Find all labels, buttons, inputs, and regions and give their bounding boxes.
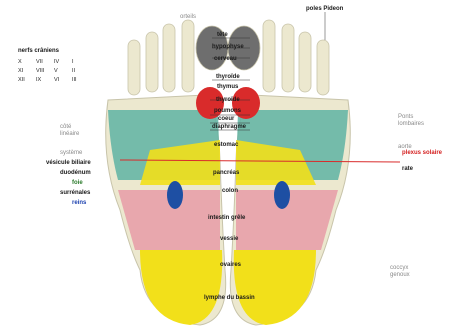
right-toes xyxy=(228,20,329,95)
label-lymphe: lymphe du bassin xyxy=(204,295,255,302)
label-hypophyse: hypophyse xyxy=(212,44,244,51)
label-cerveau: cerveau xyxy=(214,56,237,63)
label-left-side: côté linéaire xyxy=(60,124,79,138)
label-reins: reins xyxy=(72,200,86,207)
cranial-cell: X xyxy=(18,58,36,67)
label-right-side: Ponts lombaires xyxy=(398,114,424,128)
cranial-cell: II xyxy=(72,67,90,76)
label-surrenales: surrénales xyxy=(60,190,90,197)
cranial-cell: IV xyxy=(54,58,72,67)
label-thyroide: thyroïde xyxy=(216,97,240,104)
label-tete: tête xyxy=(217,32,228,39)
cranial-cell: XI xyxy=(18,67,36,76)
cranial-cell: VII xyxy=(36,58,54,67)
label-colon: colon xyxy=(222,188,238,195)
cranial-cell: VIII xyxy=(36,67,54,76)
label-toes: orteils xyxy=(180,14,196,21)
cranial-cell: V xyxy=(54,67,72,76)
label-pancreas: pancréas xyxy=(213,170,239,177)
label-diaphragme: diaphragme xyxy=(212,124,246,131)
label-intestin: intestin grêle xyxy=(208,215,245,222)
label-right-bottom: coccyx genoux xyxy=(390,265,410,279)
cranial-cell: IX xyxy=(36,76,54,85)
label-rate: rate xyxy=(402,166,413,173)
label-poumons: poumons xyxy=(214,108,241,115)
left-toes xyxy=(128,20,228,95)
cranial-cell: XII xyxy=(18,76,36,85)
label-vesicule: vésicule biliaire xyxy=(46,160,91,167)
label-thymus: thymus xyxy=(217,84,238,91)
label-foie: foie xyxy=(72,180,83,187)
label-vessie: vessie xyxy=(220,236,238,243)
label-cranial-nerves: nerfs crâniens xyxy=(18,48,59,55)
label-ovaires: ovaires xyxy=(220,262,241,269)
label-thyroide-top: thyroïde xyxy=(216,74,240,81)
label-plexus: plexus solaire xyxy=(402,150,442,157)
label-vesicule-small: système xyxy=(60,150,82,157)
kidney-right xyxy=(274,181,290,209)
cranial-cell: VI xyxy=(54,76,72,85)
label-estomac: estomac xyxy=(214,142,238,149)
kidney-left xyxy=(167,181,183,209)
label-aorte: aorte xyxy=(398,144,412,151)
label-duodenum: duodénum xyxy=(60,170,91,177)
label-coeur: coeur xyxy=(218,116,234,123)
cranial-cell: III xyxy=(72,76,90,85)
cranial-cell: I xyxy=(72,58,90,67)
label-poles: poles Pideon xyxy=(306,6,343,13)
